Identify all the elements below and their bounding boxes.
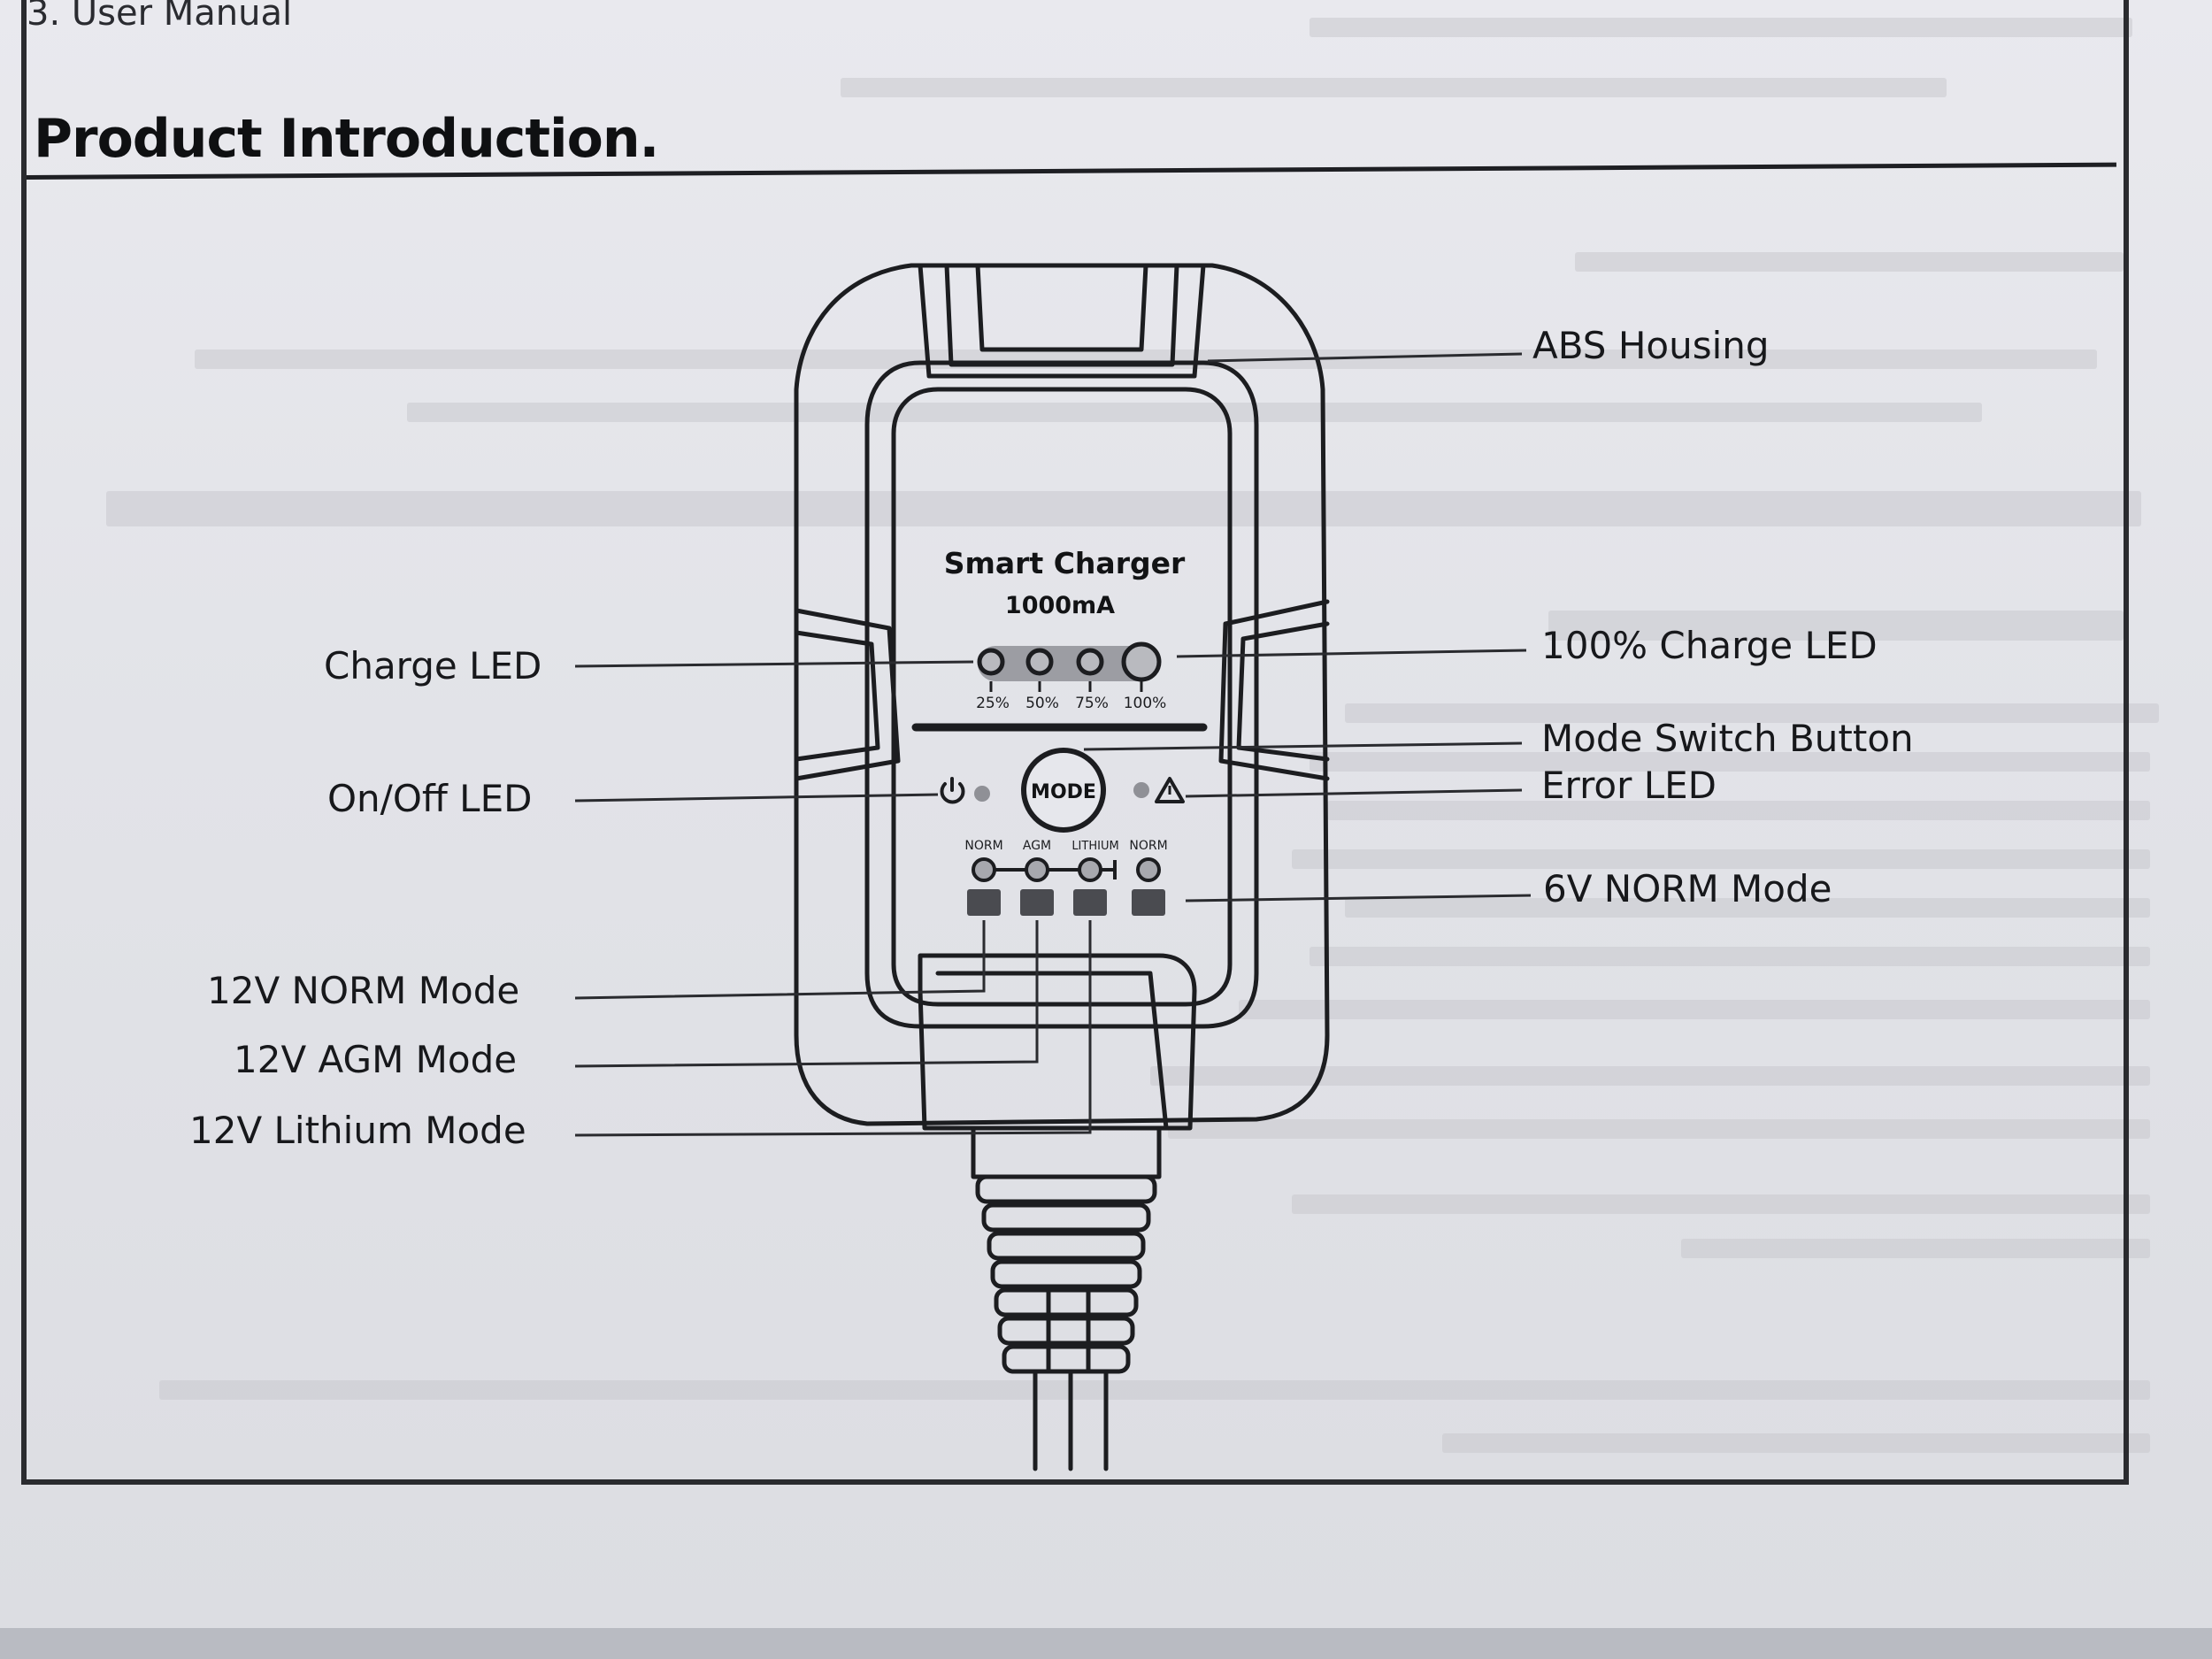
charge-led-75 [1076,648,1104,676]
callout-on-off-led: On/Off LED [327,777,533,820]
leader-error-led [1185,788,1523,798]
mode-icon-12v-norm [967,889,1001,916]
table-surface [0,1628,2212,1659]
manual-header: 3. User Manual [27,0,293,34]
mode-label-12v-norm: NORM [964,839,1002,853]
mode-icon-6v-norm [1132,889,1165,916]
error-led [1133,782,1149,798]
on-off-led [974,786,990,802]
section-title: Product Introduction. [34,108,659,170]
leader-abs-housing [1207,352,1523,363]
page-frame [21,0,2129,1485]
leader-full-charge-led [1176,649,1527,658]
callout-6v-norm-mode: 6V NORM Mode [1543,867,1832,910]
charge-led-100 [1121,641,1162,682]
charge-level-100-label: 100% [1124,695,1167,712]
mode-led-12v-lithium [1078,857,1102,882]
mode-label-12v-lithium: LITHIUM [1071,840,1118,853]
top-grip [918,263,1206,379]
charge-led-50 [1025,648,1054,676]
leader-mode-switch [1083,741,1523,751]
callout-error-led: Error LED [1541,764,1717,807]
left-grip [794,608,901,781]
mode-label-12v-agm: AGM [1023,839,1051,853]
charge-led-25 [977,648,1005,676]
mode-button-label: MODE [1031,781,1096,803]
mode-switch-button[interactable] [1021,748,1106,833]
mode-icon-12v-lithium [1073,889,1107,916]
leader-12v-lithium [574,920,1092,1137]
mode-label-6v-norm: NORM [1129,839,1167,853]
mode-led-12v-agm [1025,857,1049,882]
callout-charge-led: Charge LED [324,644,542,687]
callout-full-charge-led: 100% Charge LED [1541,624,1878,667]
charger-inner-bezel [864,360,1259,1029]
charge-led-group [977,641,1162,682]
bottom-grip [918,953,1197,1131]
mode-led-6v-norm [1136,857,1161,882]
callout-12v-norm-mode: 12V NORM Mode [207,969,520,1012]
mode-led-12v-norm [972,857,996,882]
leader-12v-norm [574,920,986,1000]
mode-icon-12v-agm [1020,889,1054,916]
warning-icon [1155,777,1185,803]
callout-mode-switch-button: Mode Switch Button [1541,717,1914,760]
power-icon [940,777,965,804]
leader-12v-agm [574,920,1039,1068]
device-brand-label: Smart Charger [944,546,1186,580]
charger-outer-housing [794,263,1330,1126]
callout-abs-housing: ABS Housing [1532,324,1770,367]
cable-strain-relief [971,1125,1162,1179]
leader-charge-led [574,660,974,668]
right-grip [1218,599,1330,781]
leader-6v-norm [1185,894,1532,902]
leader-on-off-led [574,793,939,803]
charge-level-75-label: 75% [1075,695,1109,712]
callout-12v-lithium-mode: 12V Lithium Mode [189,1109,526,1152]
callout-12v-agm-mode: 12V AGM Mode [234,1038,518,1081]
device-current-label: 1000mA [1005,592,1115,619]
charge-level-25-label: 25% [976,695,1010,712]
charge-level-50-label: 50% [1025,695,1059,712]
